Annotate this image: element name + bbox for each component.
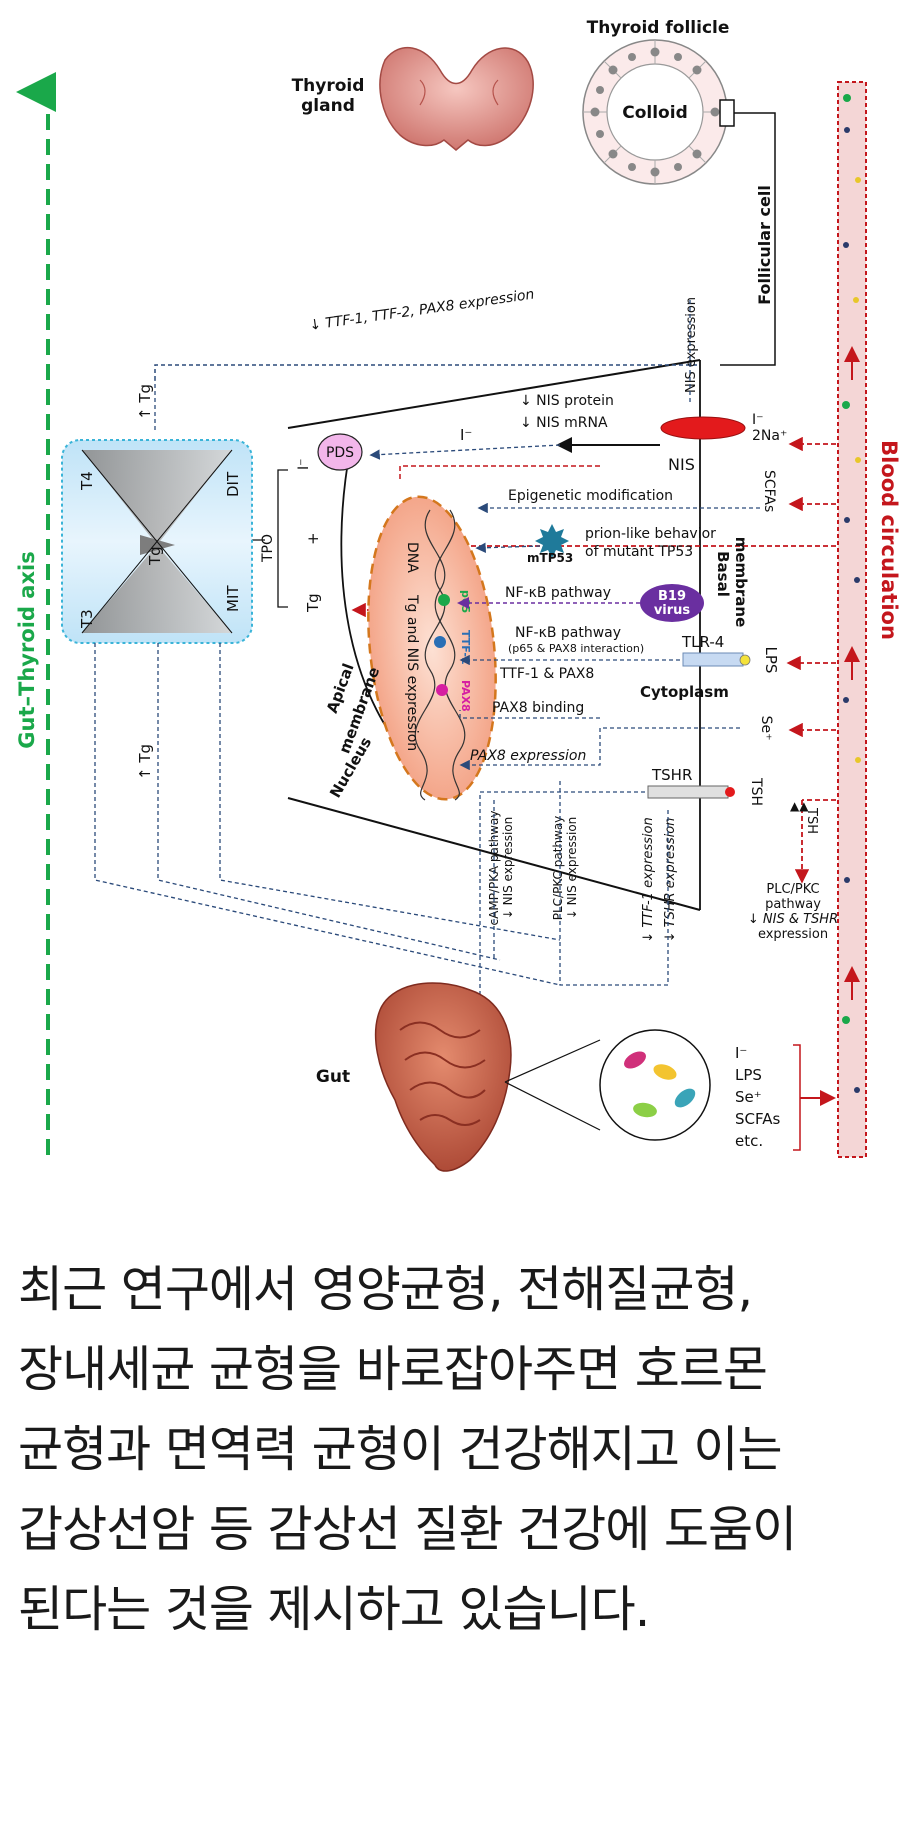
nis-label: NIS — [668, 455, 695, 474]
gut-etc: etc. — [735, 1132, 763, 1150]
nis-expression-top: NIS expression — [684, 297, 699, 393]
gut-label: Gut — [316, 1067, 350, 1087]
thyroid-gland-label-1: Thyroid — [292, 76, 365, 96]
tg-left-label: ↑ Tg — [136, 744, 154, 780]
gut-lps: LPS — [735, 1066, 762, 1084]
camp-label-1: cAMP/PKA pathway — [487, 811, 501, 926]
iodide-top: I⁻ — [460, 426, 472, 444]
prion-label-1: prion-like behavior — [585, 526, 716, 542]
basal-label-1: Basal — [714, 551, 732, 597]
p65-pax8-label: (p65 & PAX8 interaction) — [508, 642, 644, 655]
se-label: Se⁺ — [758, 716, 774, 741]
gut-image — [374, 982, 512, 1172]
b19-label-2: virus — [654, 603, 691, 618]
caption-paragraph: 최근 연구에서 영양균형, 전해질균형, 장내세균 균형을 바로잡아주면 호르몬… — [18, 1261, 797, 1638]
gut-thyroid-axis-diagram: Gut–Thyroid axis Blood circulation Thyro… — [15, 18, 901, 1172]
two-na: 2Na⁺ — [752, 428, 787, 444]
tshr-label: TSHR — [651, 766, 692, 784]
thyroid-gland-label-2: gland — [301, 96, 355, 116]
tsh-updown-icon: ▲▲ — [790, 799, 809, 813]
tpo-label: TPO — [260, 534, 276, 563]
nucleus — [367, 495, 497, 801]
ttf-expression-label: ↓ TTF-1, TTF-2, PAX8 expression — [308, 287, 535, 334]
plc-right-1: PLC/PKC — [766, 882, 819, 897]
ttf-pax8-label: TTF-1 & PAX8 — [499, 666, 594, 682]
dna-strand — [414, 509, 466, 801]
tshr-expression-label: ↓ TSHR expression — [663, 818, 678, 943]
nfkb-label-2: NF-κB pathway — [515, 625, 621, 641]
pds-transporter — [317, 433, 363, 471]
epigenetic-label: Epigenetic modification — [508, 488, 673, 504]
dit-label: DIT — [224, 471, 242, 497]
axis-label: Gut–Thyroid axis — [15, 551, 39, 748]
lps-label: LPS — [762, 647, 780, 674]
follicular-cell-label: Follicular cell — [755, 185, 774, 305]
ttf1-dot — [434, 636, 446, 648]
cytoplasm-label: Cytoplasm — [640, 683, 729, 701]
blood-vessel — [837, 81, 867, 1158]
pds-label: PDS — [326, 445, 354, 461]
pax8-expression-label: PAX8 expression — [470, 748, 586, 764]
tsh-label: TSH — [748, 777, 764, 806]
gut-iodide: I⁻ — [735, 1044, 747, 1062]
tsh-label-2: TSH — [804, 807, 819, 834]
plc-label-1: PLC/PKC pathway — [551, 816, 565, 921]
p65-dot — [438, 594, 450, 606]
mit-label: MIT — [224, 585, 242, 612]
pax8-label: PAX8 — [459, 680, 472, 712]
scfas-label: SCFAs — [761, 470, 777, 512]
iodide-na: I⁻ — [752, 412, 764, 428]
blood-circulation-label: Blood circulation — [877, 440, 901, 640]
tlr4-ligand — [739, 654, 751, 666]
plus-label: + — [304, 532, 322, 545]
tg-top-label: ↑ Tg — [136, 384, 154, 420]
tlr4-label: TLR-4 — [681, 633, 724, 651]
camp-label-2: ↓ NIS expression — [501, 817, 515, 920]
tg-nis-expression-label: Tg and NIS expression — [404, 594, 420, 751]
basal-label-2: membrane — [732, 537, 750, 628]
ttf1-label: TTF-1 — [459, 630, 472, 665]
pax8-dot — [436, 684, 448, 696]
pax8-binding-label: PAX8 binding — [492, 700, 584, 716]
plc-right-3: ↓ NIS & TSHR — [748, 912, 838, 927]
b19-virus — [640, 584, 704, 622]
plc-right-2: pathway — [765, 897, 821, 912]
colloid-label: Colloid — [622, 103, 688, 123]
thyroid-follicle-label: Thyroid follicle — [587, 18, 730, 38]
thyroid-follicle — [582, 39, 735, 185]
tg-center-label: Tg — [146, 546, 164, 566]
b19-label-1: B19 — [658, 589, 686, 604]
plc-label-2: ↓ NIS expression — [565, 817, 579, 920]
microbiota-circle — [504, 1029, 711, 1141]
mtp53-icon — [535, 524, 569, 558]
nis-protein-label: ↓ NIS protein — [520, 393, 614, 409]
tlr4-receptor — [682, 652, 744, 667]
iodide-tpo: I⁻ — [296, 458, 312, 470]
nis-mrna-label: ↓ NIS mRNA — [520, 415, 608, 431]
gut-se: Se⁺ — [735, 1088, 762, 1106]
tshr-receptor — [647, 785, 729, 799]
plc-right-4: expression — [758, 927, 828, 942]
p65-label: p65 — [459, 590, 472, 613]
ttf1-expression-label: ↓ TTF-1 expression — [641, 817, 656, 942]
gut-scfas: SCFAs — [735, 1110, 781, 1128]
t3-label: T3 — [78, 609, 96, 629]
nis-transporter — [660, 416, 746, 440]
mtp53-label: mTP53 — [527, 551, 573, 565]
tshr-ligand — [725, 787, 735, 797]
prion-label-2: of mutant TP53 — [585, 544, 693, 560]
dna-label: DNA — [404, 542, 420, 573]
tg-tpo-label: Tg — [304, 593, 322, 613]
nfkb-label-1: NF-κB pathway — [505, 585, 611, 601]
tg-iodination-box — [61, 439, 253, 644]
t4-label: T4 — [78, 471, 96, 491]
thyroid-gland-image — [379, 46, 534, 151]
